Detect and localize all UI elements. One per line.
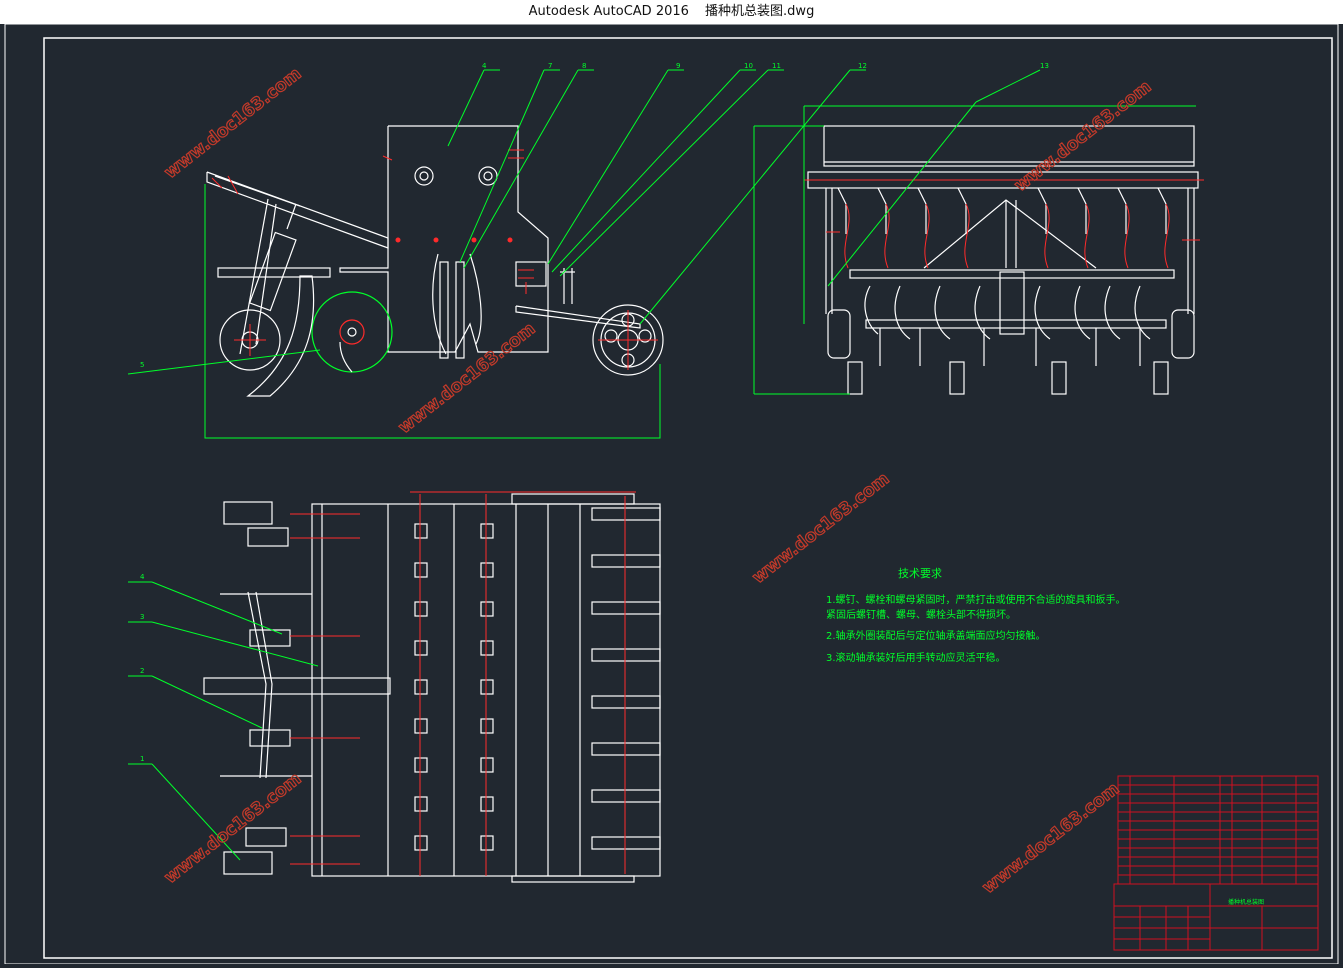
watermark-4: www.doc163.com	[749, 469, 894, 588]
side-view-funnels	[837, 187, 1167, 234]
title-block-label: 播种机总装图	[1228, 898, 1264, 906]
top-view-balloon-labels: 4 3 2 1	[140, 573, 145, 763]
side-view	[807, 125, 1199, 395]
seed-slot	[414, 601, 428, 617]
top-view-centerlines	[290, 491, 636, 876]
seed-slot	[480, 679, 494, 695]
drawing-canvas[interactable]: 4 7 8 9 10 11 12 13 5	[0, 23, 1343, 965]
seed-slot	[414, 796, 428, 812]
balloon-front-2: 7	[548, 62, 552, 70]
seed-slot	[480, 835, 494, 851]
balloon-front-4: 9	[676, 62, 680, 70]
front-view-balloon-labels: 4 7 8 9 10 11 12 13 5	[140, 62, 1049, 369]
seed-slot	[480, 601, 494, 617]
balloon-front-8: 13	[1040, 62, 1049, 70]
side-view-centerlines	[804, 179, 1204, 269]
seed-slot	[414, 718, 428, 734]
rake-tooth	[591, 742, 661, 756]
seed-slot	[480, 796, 494, 812]
balloon-front-5: 10	[744, 62, 753, 70]
rake-tooth	[591, 836, 661, 850]
seed-slot	[414, 523, 428, 539]
balloon-front-7: 12	[858, 62, 867, 70]
tech-requirement-3: 3.滚动轴承装好后用手转动应灵活平稳。	[826, 651, 1006, 664]
seed-slot	[414, 679, 428, 695]
cad-drawing[interactable]: 4 7 8 9 10 11 12 13 5	[0, 23, 1343, 965]
side-view-dimensions	[753, 69, 1196, 395]
title-block	[1113, 775, 1319, 951]
front-view-centerlines	[211, 149, 658, 370]
tech-requirement-1b: 紧固后螺钉槽、螺母、螺栓头部不得损坏。	[826, 608, 1016, 621]
balloon-top-1: 4	[140, 573, 145, 581]
seed-slot	[414, 835, 428, 851]
inner-frame	[43, 37, 1333, 959]
rake-tooth	[591, 507, 661, 521]
file-name: 播种机总装图.dwg	[705, 4, 815, 19]
top-view-leaders	[128, 581, 319, 861]
balloon-top-2: 3	[140, 613, 144, 621]
front-view-dimensions	[127, 69, 866, 439]
balloon-front-left: 5	[140, 361, 144, 369]
top-view	[203, 493, 661, 883]
app-title: Autodesk AutoCAD 2016	[528, 4, 689, 19]
seed-slot	[480, 640, 494, 656]
tech-requirement-2: 2.轴承外圈装配后与定位轴承盖端面应均匀接触。	[826, 629, 1046, 642]
seed-slot	[480, 523, 494, 539]
rake-tooth	[591, 601, 661, 615]
balloon-front-3: 8	[582, 62, 586, 70]
tech-requirement-1: 1.螺钉、螺栓和螺母紧固时，严禁打击或使用不合适的旋具和扳手。	[826, 593, 1126, 606]
balloon-top-3: 2	[140, 667, 144, 675]
rake-tooth	[591, 695, 661, 709]
rake-tooth	[591, 789, 661, 803]
seed-slot	[480, 562, 494, 578]
watermark-6: www.doc163.com	[979, 779, 1124, 898]
seed-slot	[414, 562, 428, 578]
tech-requirements: 技术要求 1.螺钉、螺栓和螺母紧固时，严禁打击或使用不合适的旋具和扳手。 紧固后…	[826, 567, 1126, 664]
seed-slot	[414, 640, 428, 656]
seed-slot	[480, 718, 494, 734]
watermark-2: www.doc163.com	[395, 319, 540, 438]
balloon-top-4: 1	[140, 755, 144, 763]
watermark-3: www.doc163.com	[1011, 77, 1156, 196]
balloon-front-6: 11	[772, 62, 781, 70]
watermarks: www.doc163.com www.doc163.com www.doc163…	[160, 63, 1156, 898]
window-titlebar: Autodesk AutoCAD 2016 播种机总装图.dwg	[0, 0, 1343, 24]
top-view-slots	[414, 507, 661, 851]
seed-slot	[480, 757, 494, 773]
tech-requirements-title: 技术要求	[898, 567, 942, 580]
balloon-front-1: 4	[482, 62, 487, 70]
seed-slot	[414, 757, 428, 773]
watermark-1: www.doc163.com	[161, 64, 306, 183]
rake-tooth	[591, 554, 661, 568]
rake-tooth	[591, 648, 661, 662]
side-view-tines	[864, 285, 1151, 366]
